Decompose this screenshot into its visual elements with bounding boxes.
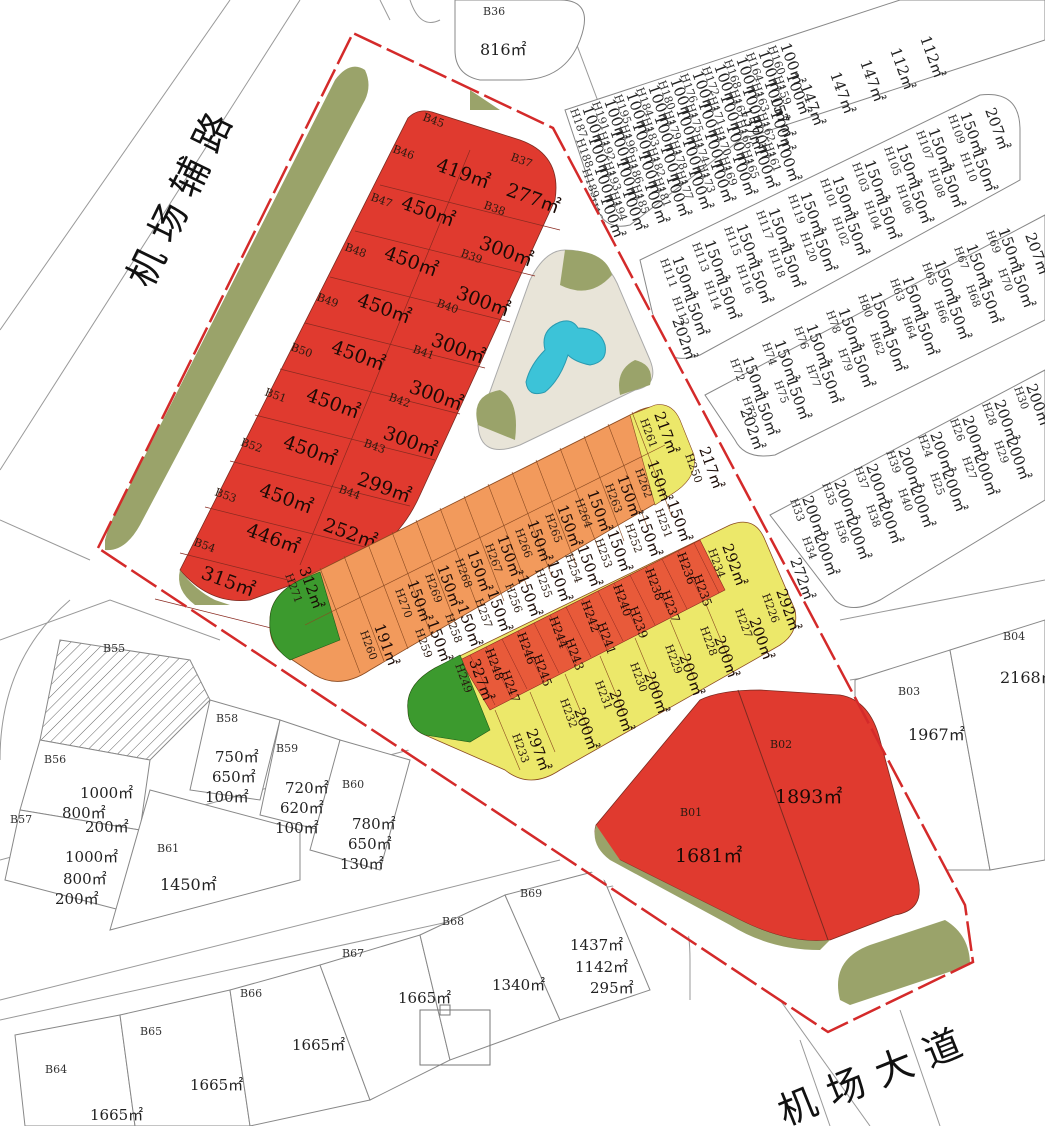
lot-area: 650㎡ xyxy=(212,768,256,786)
swimming-pool xyxy=(525,320,606,395)
lot-area: 1437㎡ xyxy=(570,936,623,954)
lot-area: 1665㎡ xyxy=(398,989,451,1007)
lot-code: B58 xyxy=(216,712,238,725)
lot-code: B55 xyxy=(103,642,125,655)
lot-area: 1665㎡ xyxy=(190,1076,243,1094)
lot-code: B61 xyxy=(157,842,179,855)
lot-area: 800㎡ xyxy=(63,870,107,888)
lot-B65[interactable] xyxy=(119,989,251,1126)
lot-B55[interactable] xyxy=(39,639,211,761)
lot-B69[interactable] xyxy=(504,869,651,1021)
greenbelt-southeast xyxy=(838,920,970,1005)
lot-area: 1665㎡ xyxy=(292,1036,345,1054)
south-lots xyxy=(14,869,651,1126)
lot-area: 200㎡ xyxy=(55,890,99,908)
lot-code: B57 xyxy=(10,813,32,826)
west-lot-labels: B55 B56 1000㎡ 800㎡ 200㎡ B57 1000㎡ 800㎡ 2… xyxy=(10,642,396,908)
plaza-green-corner xyxy=(476,390,516,440)
grey-residential-blocks xyxy=(564,0,1045,608)
terrace-row-1: H270150㎡H269150㎡H268150㎡H267150㎡H266150㎡… xyxy=(269,404,727,682)
lot-B64[interactable] xyxy=(14,1014,136,1126)
lot-code: B36 xyxy=(483,5,505,18)
lot-area: 650㎡ xyxy=(348,835,392,853)
road-label-west: 机场辅路 xyxy=(119,95,246,294)
terrace-row-1-end-right[interactable] xyxy=(629,404,695,506)
lot-area: 200㎡ xyxy=(85,818,129,836)
lot-area: 1893㎡ xyxy=(775,785,842,808)
lot-area: 620㎡ xyxy=(280,799,324,817)
lot-code: B64 xyxy=(45,1063,67,1076)
lot-area: 2168㎡ xyxy=(1000,668,1045,687)
lot-area: 1000㎡ xyxy=(65,848,118,866)
lot-area: 750㎡ xyxy=(215,748,259,766)
terrace-row-1-end-left[interactable] xyxy=(269,571,341,661)
lot-area: 720㎡ xyxy=(285,779,329,797)
lot-area: 1450㎡ xyxy=(160,875,217,894)
lot-code: B69 xyxy=(520,887,542,900)
lot-code: B59 xyxy=(276,742,298,755)
south-lot-labels: B64 1665㎡ B65 1665㎡ B66 1665㎡ B67 1665㎡ … xyxy=(45,887,634,1124)
lot-area: 1967㎡ xyxy=(908,725,965,744)
greenbelt-west xyxy=(105,66,369,551)
lot-code: B03 xyxy=(898,685,920,698)
lot-B61[interactable] xyxy=(109,789,301,931)
lot-code: B68 xyxy=(442,915,464,928)
lot-area: 130㎡ xyxy=(340,855,384,873)
lot-B58[interactable] xyxy=(189,699,281,801)
building-outline xyxy=(419,1009,491,1066)
lot-area: 1681㎡ xyxy=(675,844,742,867)
lot-area: 780㎡ xyxy=(352,815,396,833)
project-boundary xyxy=(96,31,975,1034)
lot-area: 1340㎡ xyxy=(492,976,545,994)
lot-area: 816㎡ xyxy=(480,40,527,59)
plaza-green-corner xyxy=(619,360,651,395)
lot-area: 100㎡ xyxy=(275,819,319,837)
plaza-green-corner xyxy=(560,250,612,291)
lot-code: B56 xyxy=(44,753,66,766)
red-villa-block xyxy=(179,110,557,601)
commercial-divider xyxy=(737,689,829,941)
red-block-green-edge xyxy=(179,570,230,605)
lot-code: B65 xyxy=(140,1025,162,1038)
lot-area: 295㎡ xyxy=(590,979,634,997)
greenbelt-north xyxy=(470,90,500,110)
grey-block-C[interactable] xyxy=(704,214,1045,457)
lot-B36[interactable] xyxy=(454,0,585,81)
lot-area: 800㎡ xyxy=(62,804,106,822)
terrace-row-2-end-left[interactable] xyxy=(407,654,491,743)
lot-code: B60 xyxy=(342,778,364,791)
west-lots xyxy=(4,639,411,931)
lot-code: B01 xyxy=(680,806,702,819)
lot-code: B04 xyxy=(1003,630,1025,643)
lot-area: 1665㎡ xyxy=(90,1106,143,1124)
lot-B04[interactable] xyxy=(949,619,1045,871)
lot-area: 1000㎡ xyxy=(80,784,133,802)
lot-code: B66 xyxy=(240,987,262,1000)
lot-area: 100㎡ xyxy=(205,788,249,806)
grey-block-D[interactable] xyxy=(769,369,1045,608)
lot-B60[interactable] xyxy=(309,739,411,871)
grey-block-A[interactable] xyxy=(564,0,1045,227)
terrace-row-2-small-strip xyxy=(459,539,726,711)
terrace-row-2: H248H247H246H245H244H243H242H241H240H239… xyxy=(407,521,804,781)
lot-area: 1142㎡ xyxy=(575,958,628,976)
lot-code: B67 xyxy=(342,947,364,960)
lot-code: B02 xyxy=(770,738,792,751)
building-outline xyxy=(439,1004,451,1016)
